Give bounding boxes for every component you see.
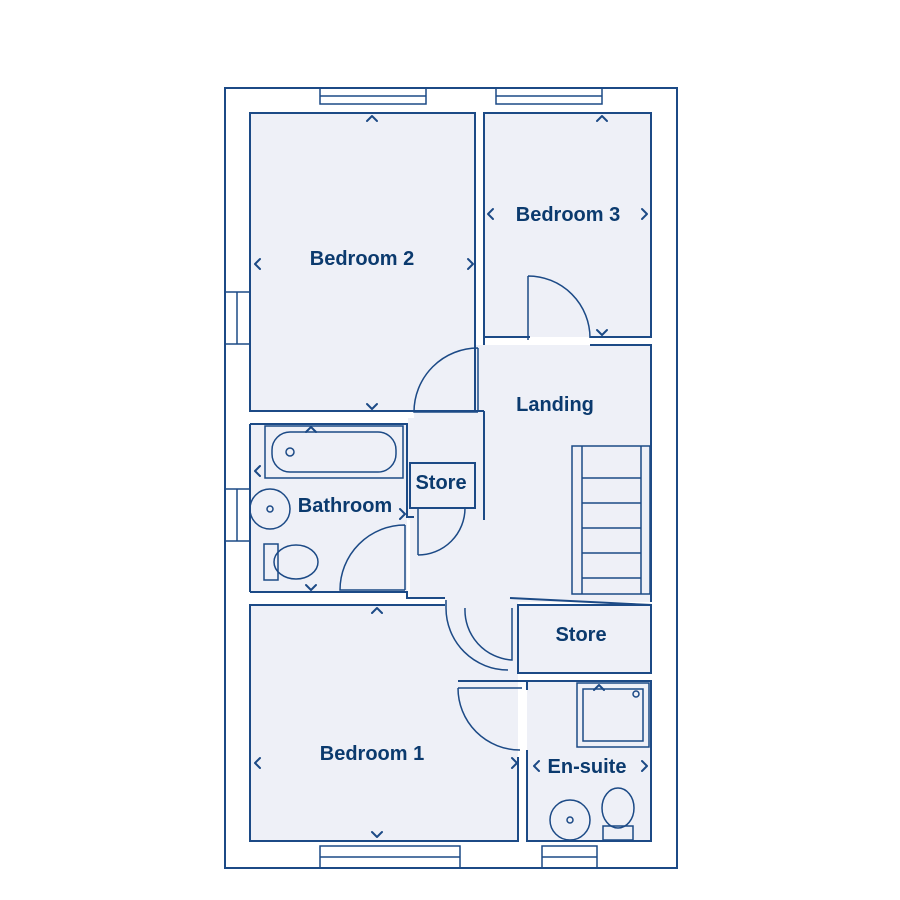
- landing-right-wall: [590, 344, 652, 602]
- label-bathroom: Bathroom: [298, 495, 392, 517]
- bathroom-room: [250, 424, 407, 592]
- bathroom-bottom-wall: [250, 591, 445, 599]
- door-bedroom2: [413, 347, 479, 413]
- store-upper-room: [410, 463, 475, 508]
- bathroom-walls: [250, 423, 414, 518]
- door-ensuite: [457, 687, 522, 751]
- basin-icon: [249, 488, 291, 530]
- label-store-upper: Store: [415, 472, 466, 494]
- label-landing: Landing: [516, 394, 594, 416]
- bedroom2-walls: [249, 112, 476, 412]
- landing-lower-room: [445, 598, 518, 678]
- store-upper-walls: [409, 462, 476, 509]
- store-lower-box: [517, 604, 652, 674]
- door-bathroom: [339, 524, 406, 591]
- label-store-lower: Store: [555, 624, 606, 646]
- bedroom1-walls: [249, 604, 519, 842]
- label-bedroom1: Bedroom 1: [320, 743, 424, 765]
- bedroom3-room: [484, 113, 651, 337]
- label-bedroom2: Bedroom 2: [310, 248, 414, 270]
- door-store-upper: [417, 507, 466, 556]
- landing-room: [410, 345, 651, 602]
- ensuite-basin-icon: [549, 799, 591, 841]
- dimension-markers: [254, 115, 648, 838]
- store-lower-room: [518, 605, 651, 673]
- landing-wall-a: [483, 336, 530, 345]
- label-ensuite: En-suite: [548, 756, 627, 778]
- ensuite-walls: [458, 680, 652, 842]
- label-bedroom3: Bedroom 3: [516, 204, 620, 226]
- stairs: [571, 445, 651, 595]
- bath-icon: [264, 425, 404, 479]
- toilet-icon: [263, 543, 279, 581]
- door-store-lower: [464, 607, 513, 661]
- ensuite-toilet-icon: [601, 787, 635, 829]
- shower-icon: [576, 682, 650, 748]
- door-bedroom1: [445, 600, 509, 671]
- door-bedroom3: [527, 275, 591, 340]
